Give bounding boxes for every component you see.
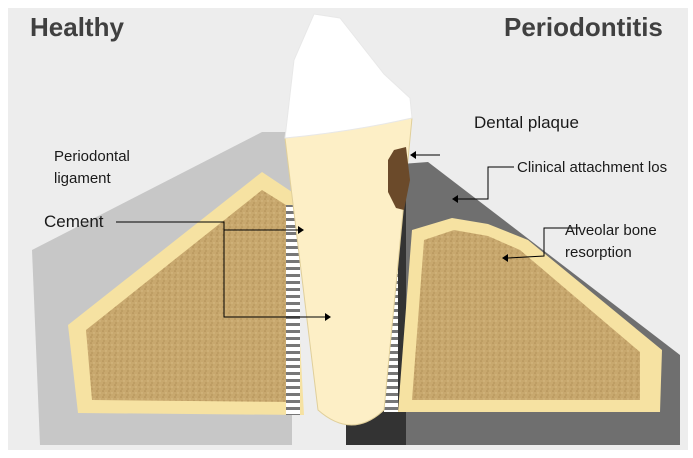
cement-label: Cement [44,212,104,232]
clinical-attachment-loss-label: Clinical attachment los [517,157,667,179]
periodontal-ligament-label-line1: Periodontal [54,146,130,168]
alveolar-bone-label-line1: Alveolar bone [565,220,657,242]
dental-plaque-label: Dental plaque [474,113,579,133]
periodontal-ligament-label-line2: ligament [54,168,111,190]
healthy-heading: Healthy [30,12,124,43]
periodontitis-heading: Periodontitis [504,12,663,43]
alveolar-bone-label-line2: resorption [565,242,632,264]
